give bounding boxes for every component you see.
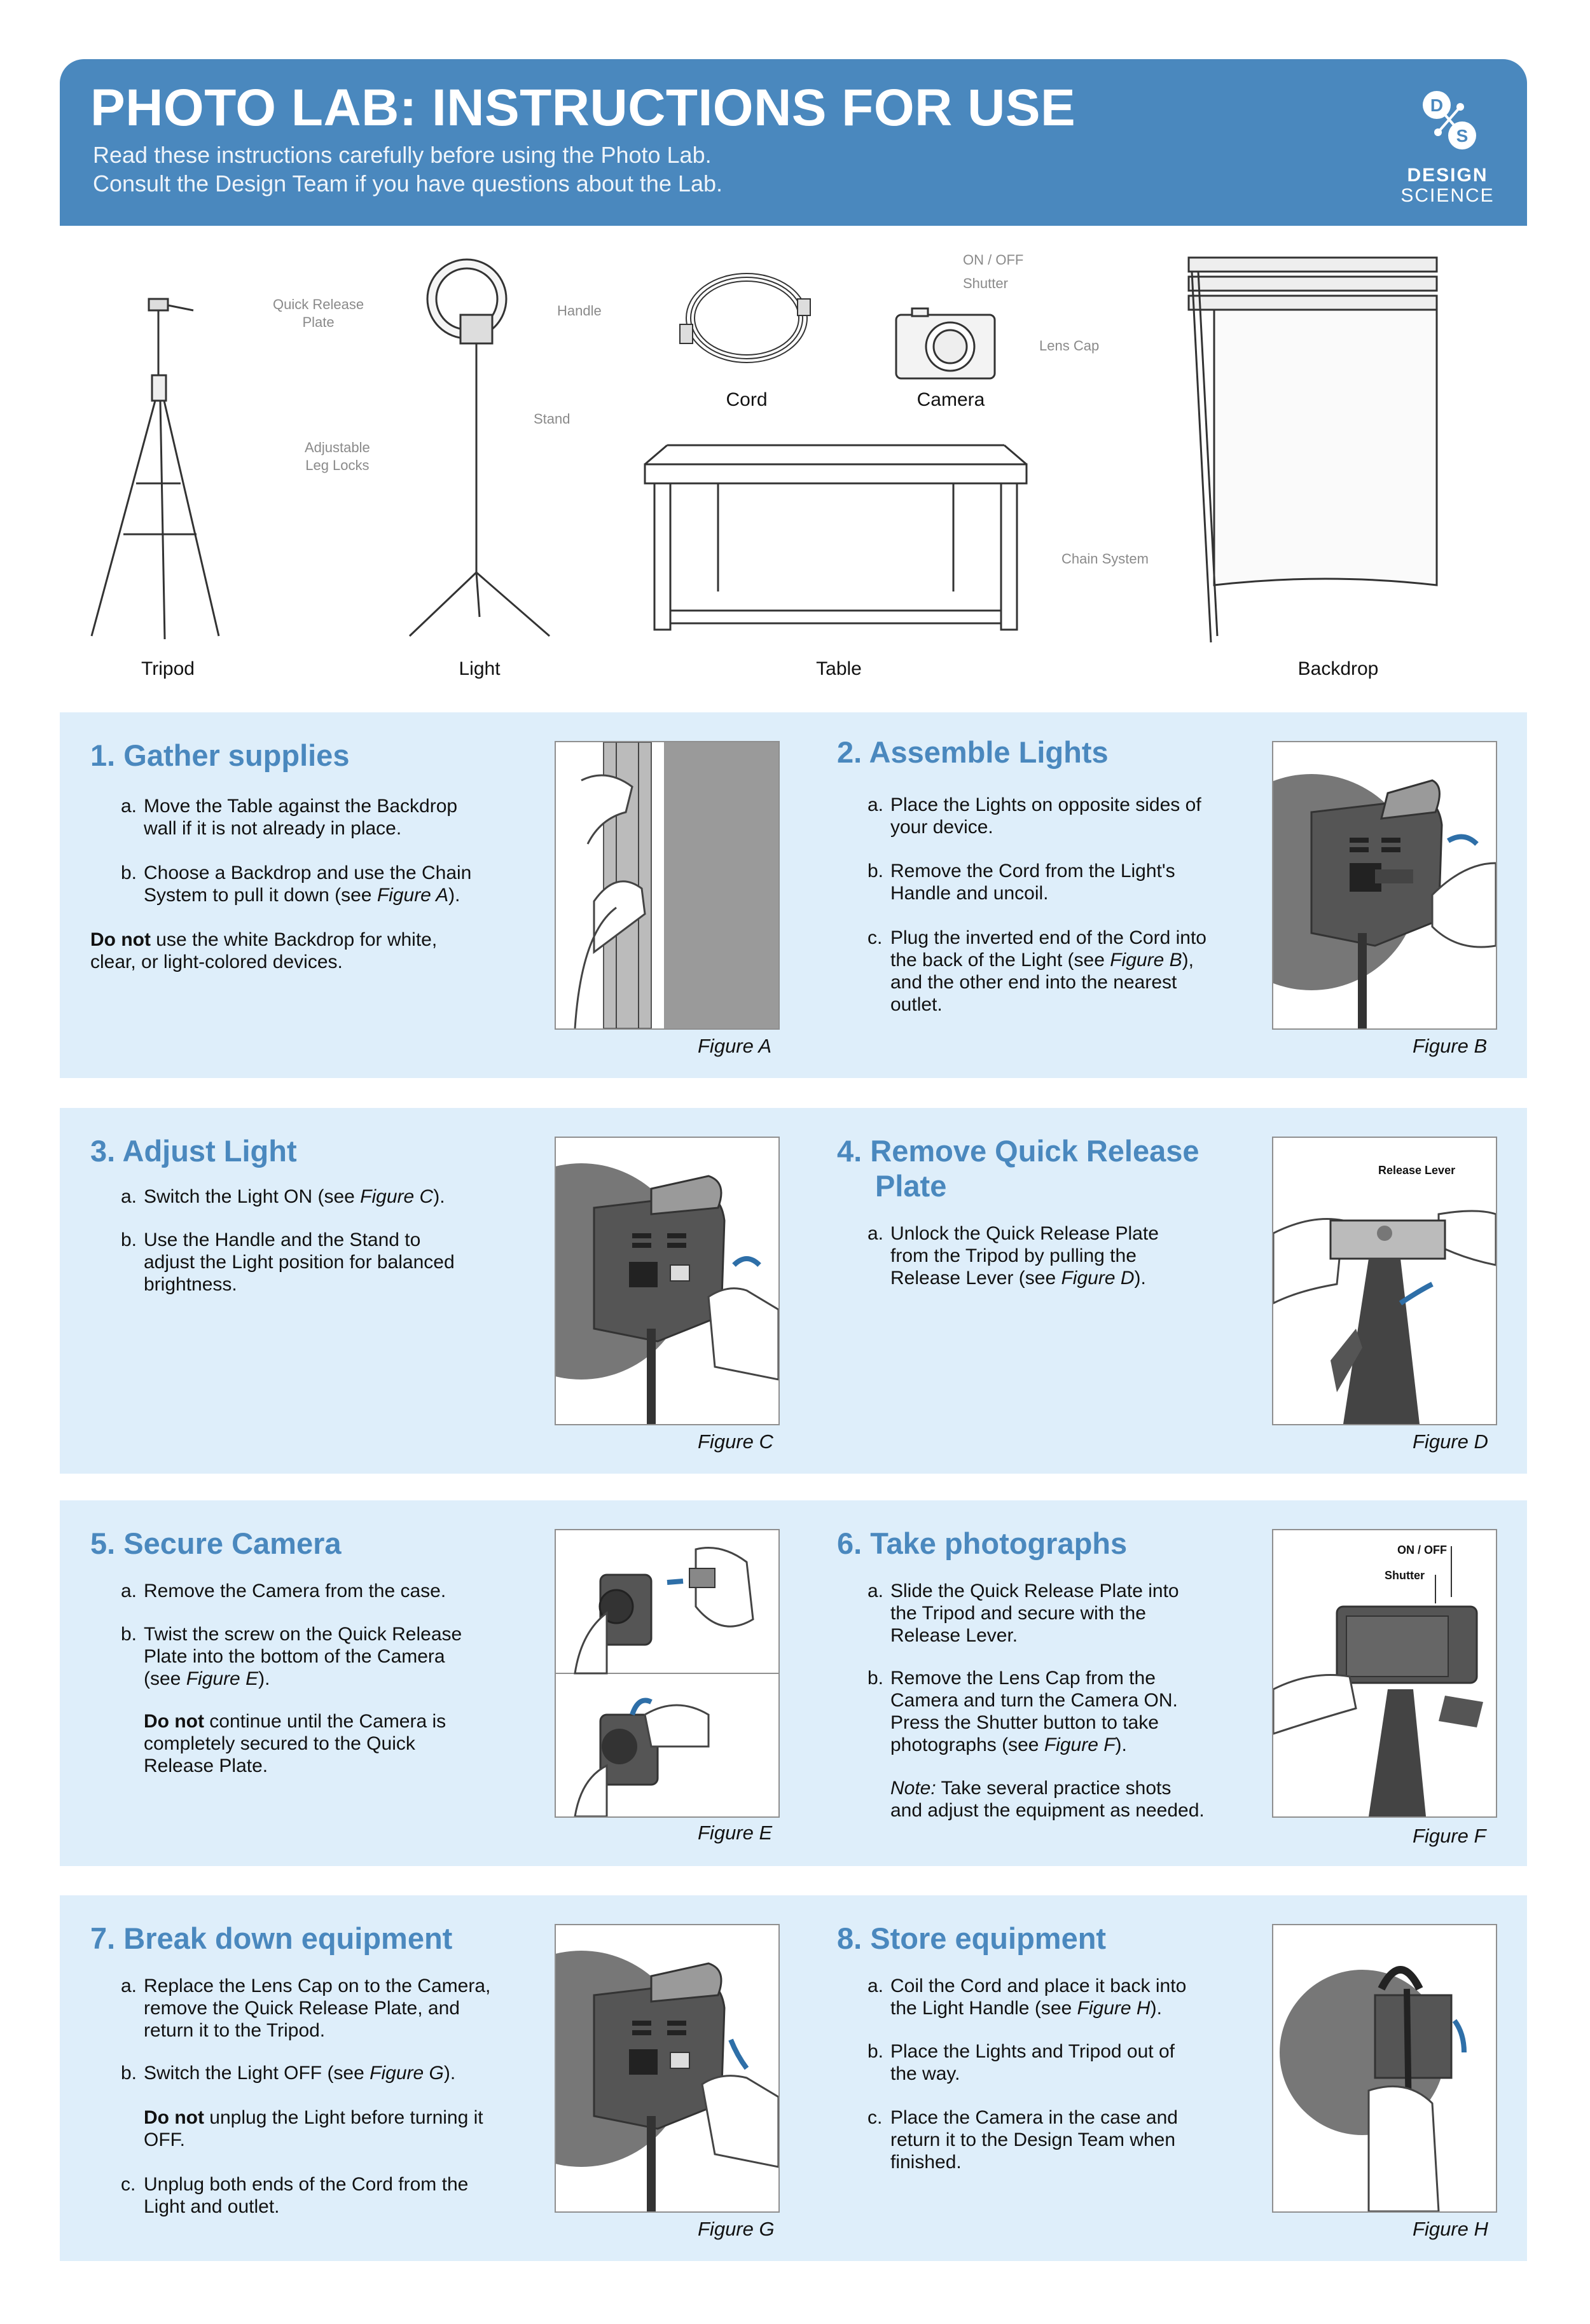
light-callout-stand: Stand	[534, 411, 570, 427]
cord-label: Cord	[726, 389, 768, 410]
figure-g-image	[555, 1924, 780, 2213]
table-icon	[644, 444, 1028, 631]
camera-callout-shutter: Shutter	[963, 275, 1008, 291]
figure-c-caption: Figure C	[698, 1430, 773, 1453]
step-8-title: 8. Store equipment	[837, 1921, 1107, 1955]
figure-g-caption: Figure G	[698, 2218, 775, 2240]
step-6-title: 6. Take photographs	[837, 1526, 1128, 1560]
step-6-note: Note: Take several practice shots and ad…	[890, 1778, 1205, 1821]
step-5: 5. Secure Camera a.Remove the Camera fro…	[90, 1526, 523, 1776]
step-1-title: 1. Gather supplies	[90, 738, 350, 772]
backdrop-callout-chain: Chain System	[1061, 551, 1149, 567]
step-2-item-c: c.Plug the inverted end of the Cord into…	[868, 927, 1206, 1015]
figure-e-caption: Figure E	[698, 1822, 773, 1844]
step-7-note: Do not unplug the Light before turning i…	[144, 2107, 483, 2150]
light-label: Light	[459, 658, 501, 679]
step-3-item-b: b.Use the Handle and the Stand to adjust…	[121, 1229, 455, 1295]
tripod-label: Tripod	[141, 658, 195, 679]
light-icon	[408, 258, 550, 637]
backdrop-icon	[1187, 256, 1438, 643]
step-1-item-a: a.Move the Table against the Backdrop wa…	[121, 796, 458, 839]
tripod-icon	[90, 298, 220, 640]
figure-d-release-lever-label: Release Lever	[1378, 1164, 1455, 1177]
step-2-item-a: a.Place the Lights on opposite sides of …	[868, 794, 1201, 838]
step-7: 7. Break down equipment a.Replace the Le…	[90, 1921, 523, 2217]
camera-icon	[895, 307, 996, 380]
camera-callout-onoff: ON / OFF	[963, 252, 1024, 268]
figure-a-caption: Figure A	[698, 1035, 772, 1057]
step-7-item-a: a.Replace the Lens Cap on to the Camera,…	[121, 1975, 491, 2041]
page-header: PHOTO LAB: INSTRUCTIONS FOR USE Read the…	[60, 59, 1527, 226]
step-7-item-c: c.Unplug both ends of the Cord from the …	[121, 2174, 469, 2217]
figure-d-image: Release Lever	[1272, 1137, 1497, 1425]
figure-h-caption: Figure H	[1413, 2218, 1488, 2240]
page-title: PHOTO LAB: INSTRUCTIONS FOR USE	[90, 79, 1076, 137]
figure-b-image	[1272, 741, 1497, 1030]
step-8-item-b: b.Place the Lights and Tripod out of the…	[868, 2041, 1175, 2084]
step-4-item-a: a.Unlock the Quick Release Plate from th…	[868, 1223, 1159, 1289]
step-5-item-b: b.Twist the screw on the Quick Release P…	[121, 1624, 462, 1689]
step-2-item-b: b.Remove the Cord from the Light's Handl…	[868, 861, 1175, 904]
figure-b-caption: Figure B	[1413, 1035, 1488, 1057]
steps-panel-3-4: 3. Adjust Light a.Switch the Light ON (s…	[60, 1108, 1527, 1474]
step-7-item-b: b.Switch the Light OFF (see Figure G).	[121, 2063, 456, 2084]
figure-c-image	[555, 1137, 780, 1425]
subtitle-line-2: Consult the Design Team if you have ques…	[93, 170, 722, 197]
figure-f-image: ON / OFF Shutter	[1272, 1529, 1497, 1818]
step-6-item-a: a.Slide the Quick Release Plate into the…	[868, 1580, 1179, 1646]
step-8: 8. Store equipment a.Coil the Cord and p…	[837, 1921, 1269, 2173]
step-1-note: Do not use the white Backdrop for white,…	[90, 929, 438, 972]
step-6-item-b: b.Remove the Lens Cap from the Camera an…	[868, 1668, 1178, 1755]
light-callout-handle: Handle	[557, 303, 602, 319]
backdrop-label: Backdrop	[1297, 658, 1379, 679]
step-7-title: 7. Break down equipment	[90, 1921, 453, 1955]
logo-word-design: DESIGN	[1407, 165, 1488, 186]
logo-letter-s: S	[1456, 126, 1469, 146]
table-label: Table	[816, 658, 862, 679]
step-3-item-a: a.Switch the Light ON (see Figure C).	[121, 1186, 445, 1207]
figure-h-image	[1272, 1924, 1497, 2213]
subtitle-line-1: Read these instructions carefully before…	[93, 142, 712, 168]
figure-a-image	[555, 741, 780, 1030]
cord-icon	[679, 273, 811, 363]
step-1-item-b: b.Choose a Backdrop and use the Chain Sy…	[121, 862, 472, 906]
step-5-item-a: a.Remove the Camera from the case.	[121, 1580, 446, 1601]
logo-mark-icon: D S	[1423, 91, 1476, 149]
step-8-item-a: a.Coil the Cord and place it back into t…	[868, 1975, 1187, 2019]
step-5-note: Do not continue until the Camera is comp…	[144, 1711, 446, 1776]
step-3-title: 3. Adjust Light	[90, 1134, 297, 1168]
figure-d-caption: Figure D	[1413, 1430, 1488, 1453]
steps-panel-7-8: 7. Break down equipment a.Replace the Le…	[60, 1895, 1527, 2261]
steps-panel-5-6: 5. Secure Camera a.Remove the Camera fro…	[60, 1500, 1527, 1866]
design-science-logo: D S DESIGN SCIENCE	[1400, 85, 1495, 206]
step-3: 3. Adjust Light a.Switch the Light ON (s…	[90, 1133, 523, 1295]
figure-f-caption: Figure F	[1413, 1825, 1486, 1847]
step-5-title: 5. Secure Camera	[90, 1526, 342, 1560]
step-2-title: 2. Assemble Lights	[837, 735, 1109, 769]
step-1: 1. Gather supplies a.Move the Table agai…	[90, 738, 523, 972]
logo-word-science: SCIENCE	[1400, 185, 1495, 206]
figure-f-shutter-label: Shutter	[1385, 1569, 1425, 1582]
logo-letter-d: D	[1430, 95, 1443, 115]
camera-label: Camera	[916, 389, 985, 410]
camera-callout-lenscap: Lens Cap	[1039, 338, 1100, 354]
figure-e-image	[555, 1529, 780, 1818]
step-6: 6. Take photographs a.Slide the Quick Re…	[837, 1526, 1269, 1821]
steps-panel-1-2: 1. Gather supplies a.Move the Table agai…	[60, 712, 1527, 1078]
step-8-item-c: c.Place the Camera in the case and retur…	[868, 2107, 1178, 2173]
figure-f-onoff-label: ON / OFF	[1397, 1544, 1447, 1556]
step-2: 2. Assemble Lights a.Place the Lights on…	[837, 735, 1269, 1015]
